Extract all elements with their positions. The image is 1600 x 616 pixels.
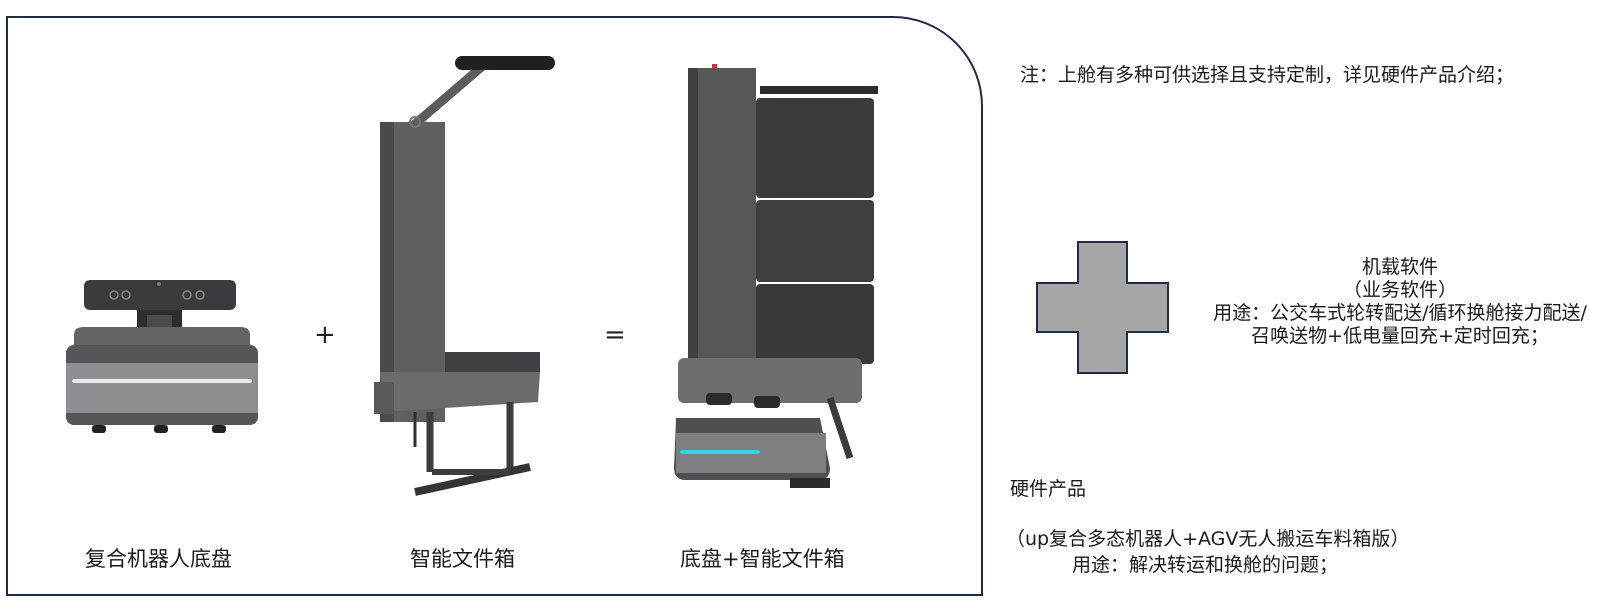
product-caption-file-box: 智能文件箱 [410, 547, 515, 571]
smart-file-box-image [374, 56, 555, 496]
hardware-name: （up复合多态机器人+AGV无人搬运车料箱版） [1006, 528, 1410, 550]
customization-note: 注：上舱有多种可供选择且支持定制，详见硬件产品介绍； [1020, 64, 1515, 86]
software-usage: 用途：公交车式轮转配送/循环换舱接力配送/召唤送物+低电量回充+定时回充； [1213, 302, 1587, 347]
plus-icon [1036, 241, 1169, 374]
plus-operator: + [314, 320, 336, 350]
robot-chassis-image [66, 280, 258, 433]
product-caption-combined: 底盘+智能文件箱 [680, 547, 845, 571]
software-description: 机载软件 （业务软件） 用途：公交车式轮转配送/循环换舱接力配送/召唤送物+低电… [1205, 256, 1595, 348]
hardware-title: 硬件产品 [1010, 478, 1087, 500]
product-caption-chassis: 复合机器人底盘 [85, 547, 232, 571]
hardware-usage: 用途：解决转运和换舱的问题； [1072, 554, 1339, 576]
chassis-with-file-box-image [674, 64, 878, 488]
equals-operator: = [604, 320, 626, 350]
software-name: 机载软件 [1361, 256, 1438, 278]
software-subtitle: （业务软件） [1342, 279, 1457, 301]
